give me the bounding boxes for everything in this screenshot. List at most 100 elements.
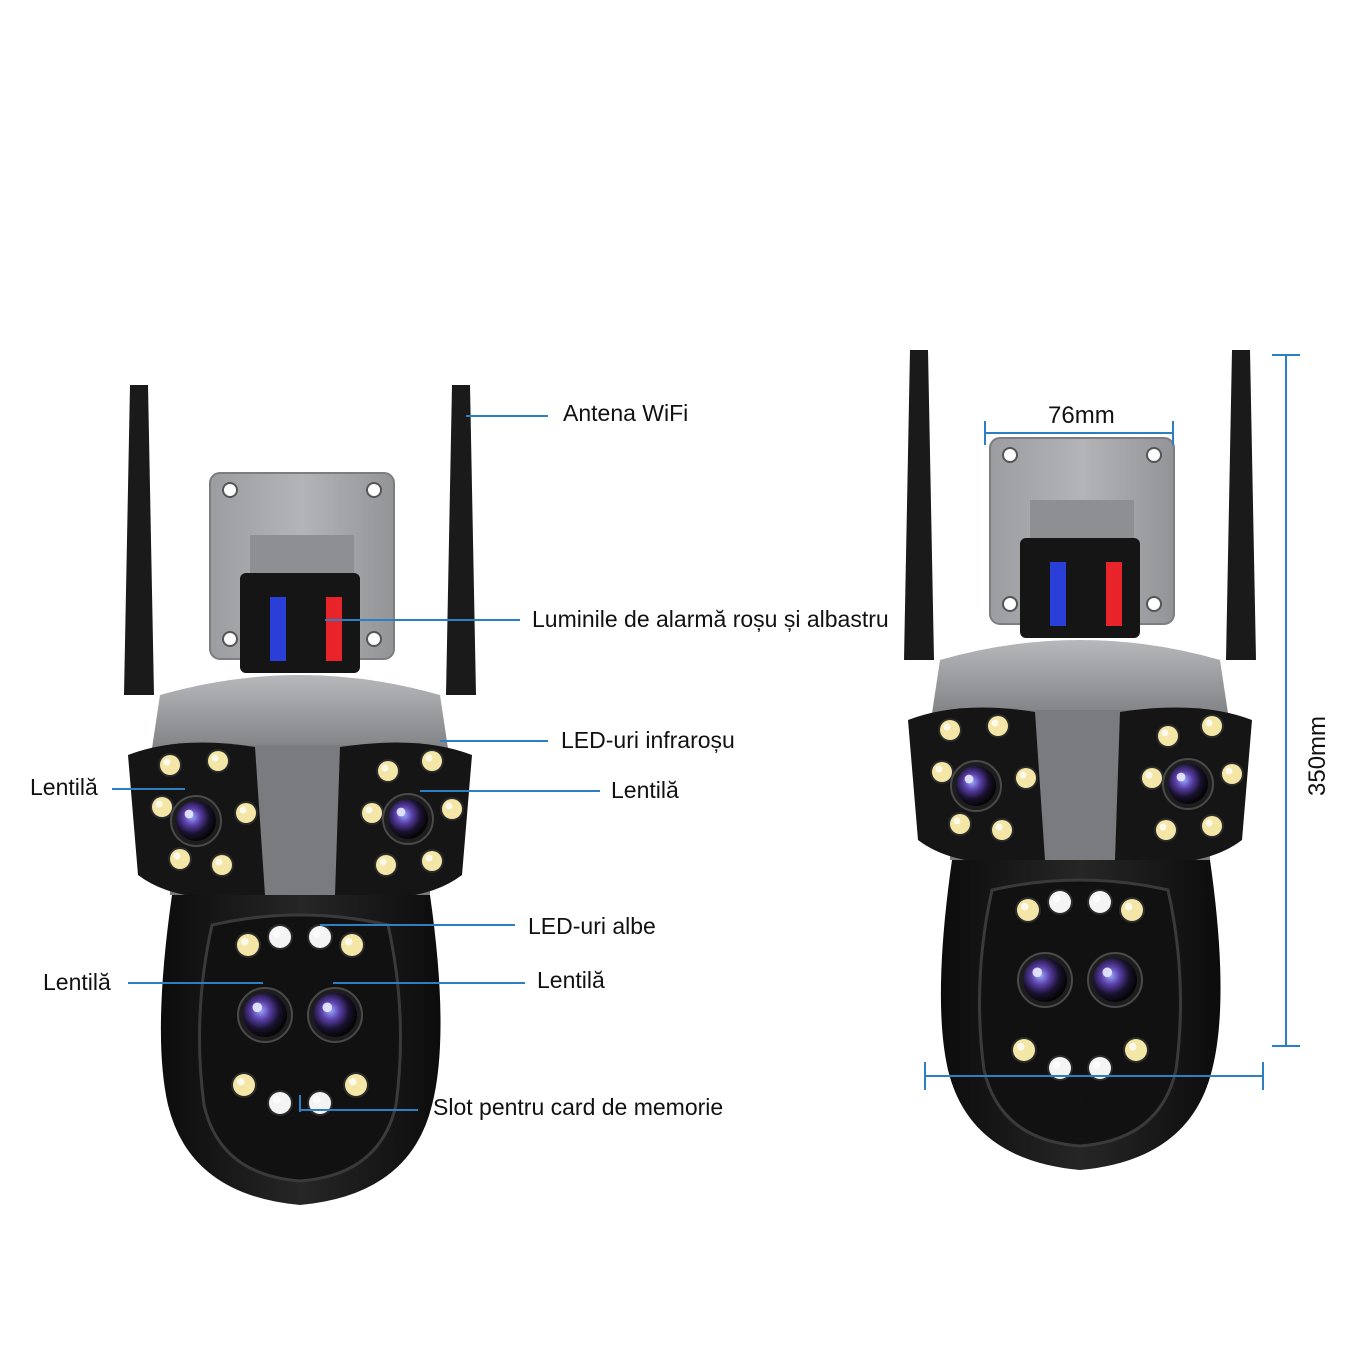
annotated-ir-led-r1-shine (425, 754, 433, 762)
dimensioned-ir-led-l3 (1016, 768, 1036, 788)
dimensioned-dome-face (978, 878, 1182, 1148)
annotated-ir-led-l3 (236, 803, 256, 823)
dimensioned-pod-lens-right (1168, 764, 1208, 804)
dimensioned-ir-led-l0 (940, 720, 960, 740)
memory-slot-label: Slot pentru card de memorie (433, 1094, 724, 1120)
annotated-white-led-6-shine (312, 1095, 321, 1104)
dimensioned-white-led-3 (1121, 899, 1143, 921)
lens-lower-right-label: Lentilă (537, 967, 605, 993)
dimensioned-ir-led-l5-shine (995, 823, 1003, 831)
annotated-ir-led-l4-shine (173, 852, 181, 860)
annotated-white-led-2 (309, 926, 331, 948)
dimensioned-white-led-3-shine (1124, 902, 1133, 911)
annotated-ir-led-r1 (422, 751, 442, 771)
dimensioned-mount-hole-2 (1002, 596, 1018, 612)
annotated-ir-led-l5-shine (215, 858, 223, 866)
annotated-ir-led-l2 (152, 797, 172, 817)
dimensioned-dome-lens-left (1023, 958, 1067, 1002)
dimensioned-ir-led-l0-shine (943, 723, 951, 731)
annotated-white-led-7 (345, 1074, 367, 1096)
dimensioned-ir-led-r1 (1202, 716, 1222, 736)
dimensioned-mount-hole-0 (1002, 447, 1018, 463)
annotated-mount-hole-3 (366, 631, 382, 647)
annotated-alarm-red (326, 597, 342, 661)
annotated-ir-led-l1-shine (211, 754, 219, 762)
annotated-pod-lens-left-glint (184, 809, 194, 819)
annotated-ir-led-l4 (170, 849, 190, 869)
annotated-dome-face (198, 913, 402, 1183)
white-leds-label: LED-uri albe (528, 913, 656, 939)
dimensioned-ir-led-r2 (1142, 768, 1162, 788)
dimensioned-ir-led-r3 (1222, 764, 1242, 784)
dimensioned-alarm-blue (1050, 562, 1066, 626)
annotated-ir-led-r4 (376, 855, 396, 875)
body-width-label: 91mm (1056, 1086, 1123, 1113)
mount-width-label: 76mm (1048, 402, 1115, 429)
dimensioned-ir-led-l1-shine (991, 719, 999, 727)
dimensioned-white-led-7-shine (1128, 1042, 1137, 1051)
dimensioned-white-led-2-shine (1092, 894, 1101, 903)
annotated-ir-led-l3-shine (239, 806, 247, 814)
dimensioned-white-led-0-shine (1020, 902, 1029, 911)
dimensioned-dome-lens-right-glint (1102, 967, 1113, 978)
annotated-mount-hole-1 (366, 482, 382, 498)
dimensioned-ir-led-l3-shine (1019, 771, 1027, 779)
dimensioned-pod-lens-left-glint (964, 774, 974, 784)
annotated-white-led-1-shine (272, 929, 281, 938)
dimensioned-mount-hole-3 (1146, 596, 1162, 612)
annotated-dome-lens-left (243, 993, 287, 1037)
annotated-white-led-0-shine (240, 937, 249, 946)
dimensioned-camera (904, 350, 1256, 1170)
annotated-ir-led-r4-shine (379, 858, 387, 866)
dimensioned-white-led-1 (1049, 891, 1071, 913)
dimensioned-ir-led-l2 (932, 762, 952, 782)
dimensioned-dome-lens-left-glint (1032, 967, 1043, 978)
annotated-ir-led-r3-shine (445, 802, 453, 810)
annotated-ir-led-r5 (422, 851, 442, 871)
lens-upper-left-label: Lentilă (30, 774, 98, 800)
annotated-mount-hole-2 (222, 631, 238, 647)
annotated-white-led-3 (341, 934, 363, 956)
dimensioned-ir-led-r2-shine (1145, 771, 1153, 779)
dimensioned-antenna-right (1226, 350, 1256, 660)
annotated-white-led-4 (233, 1074, 255, 1096)
dimensioned-dome-lens-right (1093, 958, 1137, 1002)
annotated-dome-lens-right-glint (322, 1002, 333, 1013)
annotated-white-led-3-shine (344, 937, 353, 946)
height-label: 350mm (1304, 715, 1331, 796)
annotated-alarm-blue (270, 597, 286, 661)
dimensioned-ir-led-l4-shine (953, 817, 961, 825)
annotated-white-led-1 (269, 926, 291, 948)
annotated-white-led-2-shine (312, 929, 321, 938)
annotated-pod-lens-right-glint (396, 807, 406, 817)
lens-upper-right-label: Lentilă (611, 777, 679, 803)
annotated-ir-led-l0 (160, 755, 180, 775)
dimensioned-ir-led-r1-shine (1205, 719, 1213, 727)
annotated-ir-led-l1 (208, 751, 228, 771)
dimensioned-white-led-7 (1125, 1039, 1147, 1061)
annotated-white-led-5 (269, 1092, 291, 1114)
dimensioned-ir-led-r0 (1158, 726, 1178, 746)
dimensioned-ir-led-r0-shine (1161, 729, 1169, 737)
dimensioned-white-led-4 (1013, 1039, 1035, 1061)
dimensioned-antenna-left (904, 350, 934, 660)
annotated-pod-lens-right (388, 799, 428, 839)
dimensioned-white-led-5-shine (1052, 1060, 1061, 1069)
dimensioned-pod-lens-right-glint (1176, 772, 1186, 782)
dimensioned-white-led-6-shine (1092, 1060, 1101, 1069)
annotated-ir-led-r3 (442, 799, 462, 819)
annotated-camera (124, 385, 476, 1205)
dimensioned-alarm-red (1106, 562, 1122, 626)
lens-lower-left-label: Lentilă (43, 969, 111, 995)
dimensioned-white-led-4-shine (1016, 1042, 1025, 1051)
alarm-lights-label: Luminile de alarmă roșu și albastru (532, 606, 889, 632)
annotated-white-led-4-shine (236, 1077, 245, 1086)
annotated-ir-led-r2-shine (365, 806, 373, 814)
annotated-white-led-5-shine (272, 1095, 281, 1104)
antenna-label: Antena WiFi (563, 400, 689, 426)
dimensioned-ir-led-r4 (1156, 820, 1176, 840)
dimensioned-white-led-1-shine (1052, 894, 1061, 903)
annotated-ir-led-r5-shine (425, 854, 433, 862)
